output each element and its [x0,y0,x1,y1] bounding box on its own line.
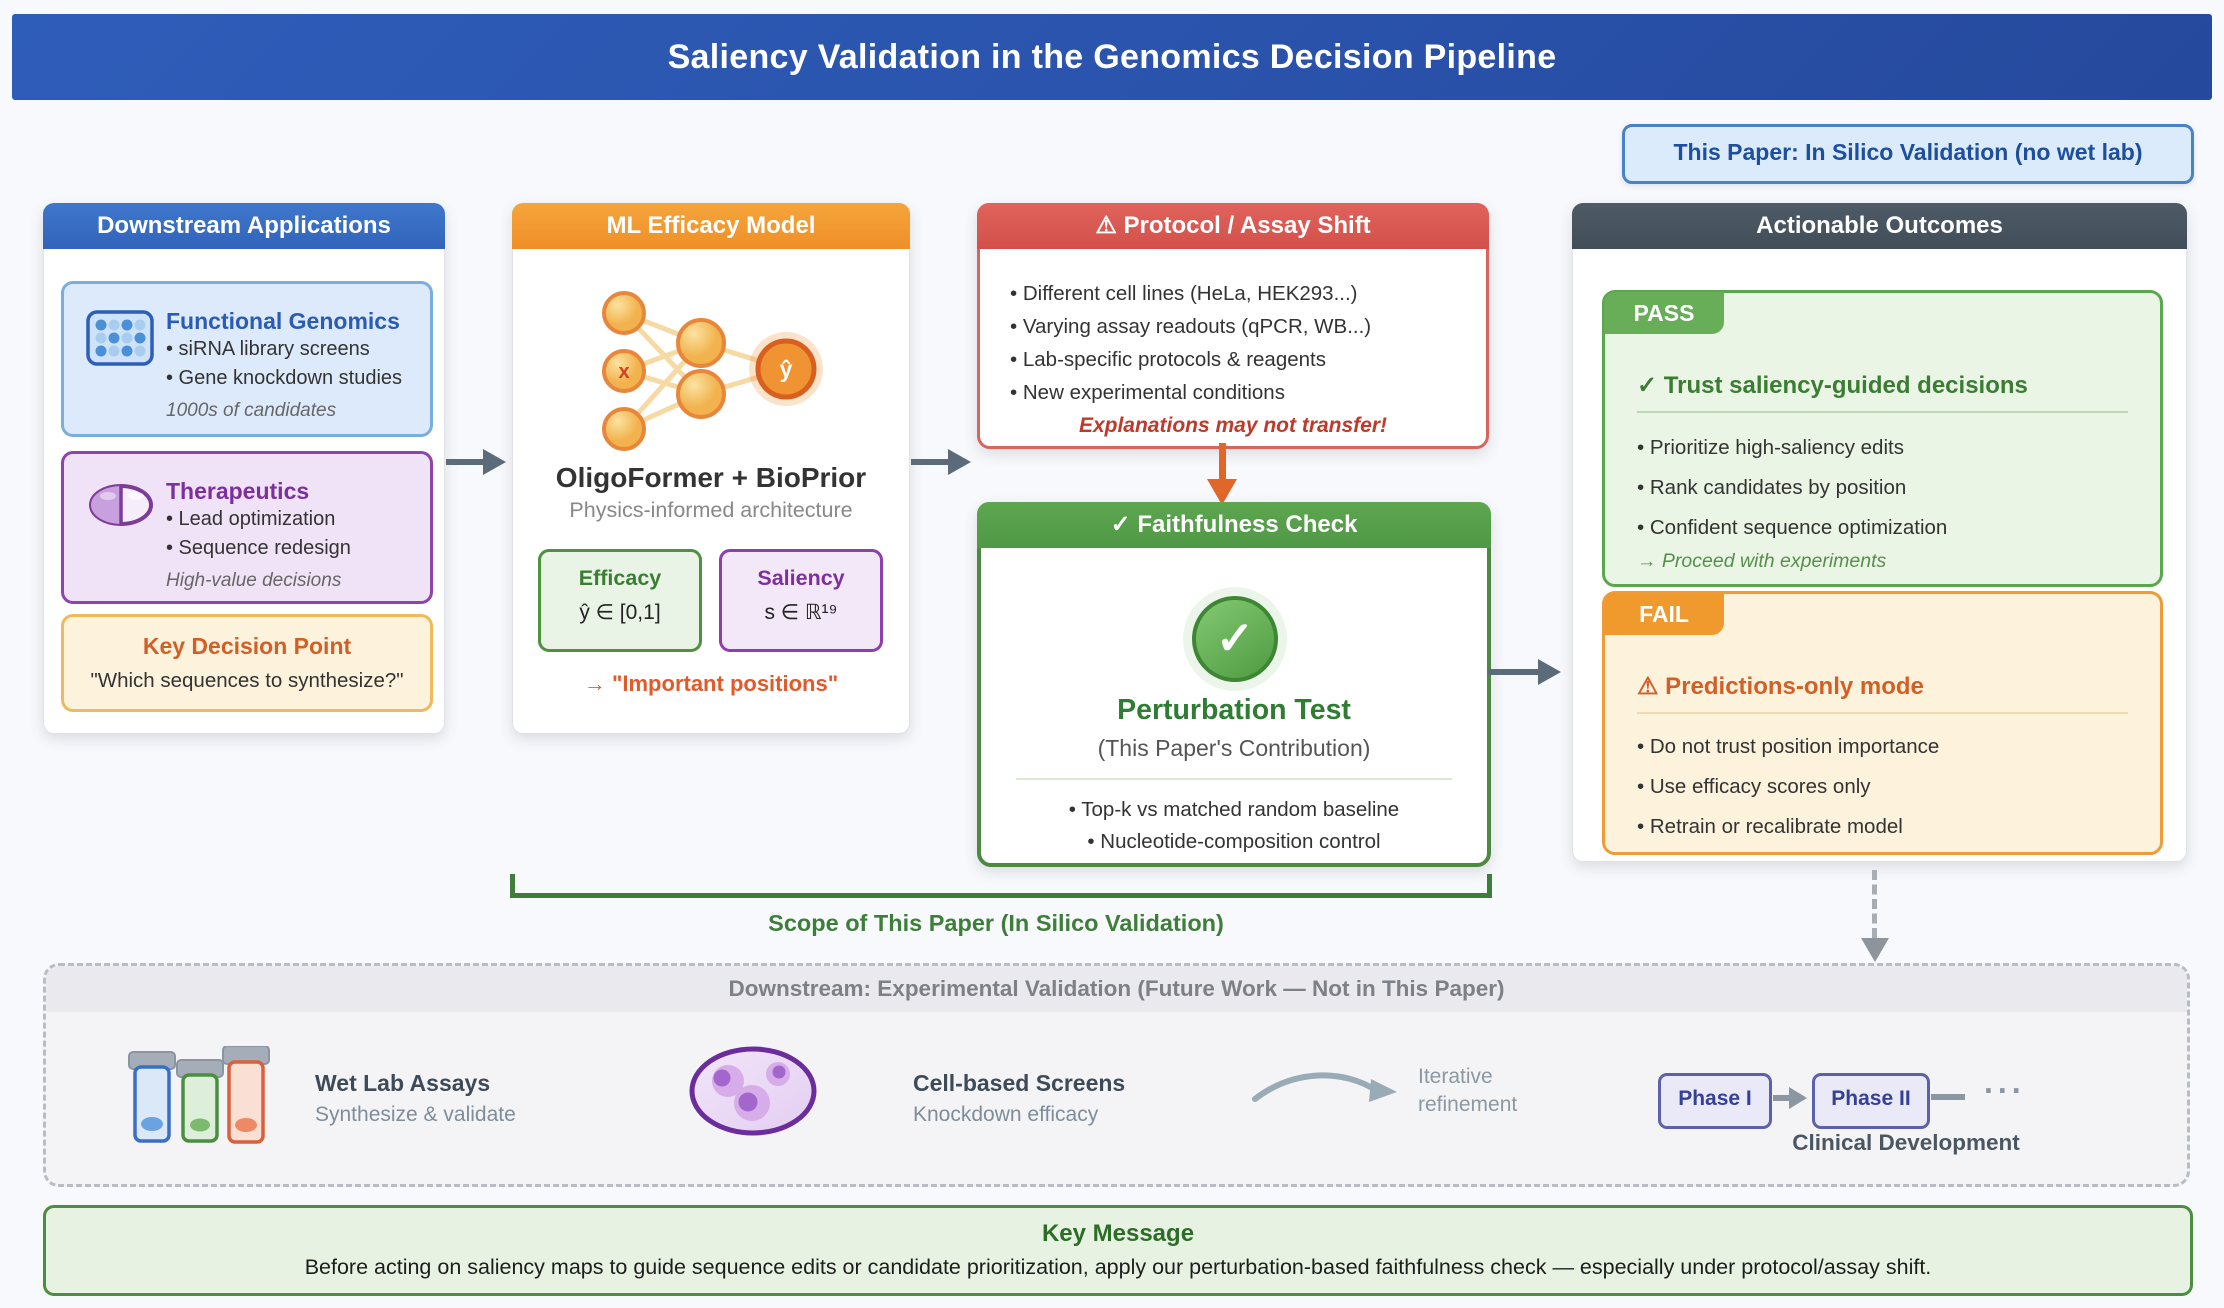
actionable-outcomes-card: Actionable Outcomes PASS ✓ Trust salienc… [1572,203,2187,862]
neural-network-icon: x ŷ [602,291,823,451]
arrow-shift-to-check-head-icon [1207,479,1237,505]
iterative-refinement-arrow-icon [1252,1072,1397,1102]
fail-outcome-box: FAIL ⚠ Predictions-only mode • Do not tr… [1602,591,2163,855]
pass-note: → Proceed with experiments [1637,550,1887,572]
fail-bullet: • Do not trust position importance [1637,735,1940,758]
wet-lab-assays-item: Wet Lab Assays Synthesize & validate [315,1070,516,1127]
microplate-icon [86,310,154,366]
functional-genomics-title: Functional Genomics [166,308,400,334]
cell-screens-item: Cell-based Screens Knockdown efficacy [913,1070,1125,1127]
cell-icon [689,1046,817,1136]
phase-continuation-line [1931,1094,1965,1100]
efficacy-output-box: Efficacy ŷ ∈ [0,1] [538,549,702,652]
ellipsis-label: ... [1984,1064,2026,1100]
shift-warning: Explanations may not transfer! [1078,414,1388,437]
pass-title: ✓ Trust saliency-guided decisions [1637,372,2028,399]
fail-title: ⚠ Predictions-only mode [1637,673,1924,700]
scope-bracket [510,874,1492,898]
therapeutics-bullet: • Lead optimization [166,508,336,530]
model-subtitle: Physics-informed architecture [569,498,853,522]
therapeutics-note: High-value decisions [166,570,342,591]
ml-efficacy-model-card: ML Efficacy Model x ŷ OligoFormer + BioP… [512,203,910,734]
saliency-title: Saliency [757,566,845,590]
wet-lab-assays-title: Wet Lab Assays [315,1070,491,1096]
phase-1-box: Phase I [1658,1073,1772,1129]
functional-genomics-bullet: • siRNA library screens [166,338,370,360]
ml-efficacy-model-header: ML Efficacy Model [512,203,910,249]
protocol-assay-shift-header: ⚠ Protocol / Assay Shift [977,203,1489,249]
perturbation-test-subtitle: (This Paper's Contribution) [1097,735,1371,761]
arrow-model-to-shift-icon [911,449,971,475]
perturbation-test-title: Perturbation Test [1117,694,1351,726]
pass-bullet: • Confident sequence optimization [1637,516,1948,539]
downstream-applications-header: Downstream Applications [43,203,445,249]
downstream-applications-card: Downstream Applications Functional Genom… [43,203,445,734]
efficacy-title: Efficacy [578,566,662,590]
key-decision-point-text: "Which sequences to synthesize?" [90,669,404,692]
this-paper-badge: This Paper: In Silico Validation (no wet… [1622,124,2194,184]
fail-divider [1637,712,2128,714]
fail-bullet: • Retrain or recalibrate model [1637,815,1903,838]
fail-bullet: • Use efficacy scores only [1637,775,1871,798]
saliency-formula: s ∈ ℝ¹⁹ [764,601,838,624]
arrow-outcomes-to-downstream-head-icon [1861,938,1889,962]
page-title: Saliency Validation in the Genomics Deci… [667,38,1557,76]
pass-badge: PASS [1604,292,1724,334]
pass-outcome-box: PASS ✓ Trust saliency-guided decisions •… [1602,290,2163,587]
arrow-apps-to-model-icon [446,449,506,475]
shift-bullet: • New experimental conditions [1010,381,1285,404]
functional-genomics-card: Functional Genomics • siRNA library scre… [61,281,433,437]
therapeutics-card: Therapeutics • Lead optimization • Seque… [61,451,433,604]
fail-badge: FAIL [1604,593,1724,635]
downstream-section-header: Downstream: Experimental Validation (Fut… [46,966,2187,1012]
therapeutics-title: Therapeutics [166,478,310,504]
downstream-validation-section: Downstream: Experimental Validation (Fut… [43,963,2190,1187]
faithfulness-check-card: ✓ Faithfulness Check ✓ Perturbation Test… [977,502,1491,867]
clinical-development-label: Clinical Development [1792,1130,2020,1155]
therapeutics-bullet: • Sequence redesign [166,537,351,559]
arrow-check-to-outcomes-icon [1487,659,1563,685]
key-decision-point-title: Key Decision Point [142,633,352,659]
shift-bullet: • Lab-specific protocols & reagents [1010,348,1326,371]
phase-2-box: Phase II [1812,1073,1930,1129]
key-message-body: Before acting on saliency maps to guide … [304,1255,1932,1279]
shift-bullet: • Varying assay readouts (qPCR, WB...) [1010,315,1372,338]
faithfulness-check-header: ✓ Faithfulness Check [977,502,1491,548]
arrow-shift-to-check-icon [1219,443,1226,479]
check-circle-icon: ✓ [1192,596,1278,682]
saliency-output-box: Saliency s ∈ ℝ¹⁹ [719,549,883,652]
wet-lab-assays-subtitle: Synthesize & validate [315,1103,516,1126]
key-message-box: Key Message Before acting on saliency ma… [43,1205,2193,1296]
key-decision-point-card: Key Decision Point "Which sequences to s… [61,614,433,712]
arrow-outcomes-to-downstream-icon [1872,870,1877,938]
key-message-title: Key Message [1041,1220,1195,1247]
output-node-label: ŷ [780,356,793,382]
check-bullet: • Nucleotide-composition control [1087,830,1381,853]
input-node-label: x [618,361,629,383]
actionable-outcomes-header: Actionable Outcomes [1572,203,2187,249]
efficacy-formula: ŷ ∈ [0,1] [579,601,661,624]
iterative-refinement-label: Iterative refinement [1418,1065,1518,1116]
pill-icon [89,484,153,526]
protocol-assay-shift-card: ⚠ Protocol / Assay Shift • Different cel… [977,203,1489,449]
important-positions-note: → "Important positions" [583,671,839,696]
functional-genomics-bullet: • Gene knockdown studies [166,367,403,389]
functional-genomics-note: 1000s of candidates [166,400,337,421]
test-tubes-icon [128,1046,270,1144]
scope-label: Scope of This Paper (In Silico Validatio… [768,910,1224,936]
check-divider [1016,778,1452,780]
cell-screens-subtitle: Knockdown efficacy [913,1103,1099,1126]
check-bullet: • Top-k vs matched random baseline [1068,798,1400,821]
arrow-phase1-to-phase2-icon [1773,1085,1809,1111]
pass-bullet: • Prioritize high-saliency edits [1637,436,1904,459]
cell-screens-title: Cell-based Screens [913,1070,1126,1096]
this-paper-badge-label: This Paper: In Silico Validation (no wet… [1673,139,2143,165]
title-bar: Saliency Validation in the Genomics Deci… [12,14,2212,100]
model-name: OligoFormer + BioPrior [555,462,867,493]
pass-bullet: • Rank candidates by position [1637,476,1907,499]
shift-bullet: • Different cell lines (HeLa, HEK293...) [1010,282,1358,305]
pass-divider [1637,411,2128,413]
